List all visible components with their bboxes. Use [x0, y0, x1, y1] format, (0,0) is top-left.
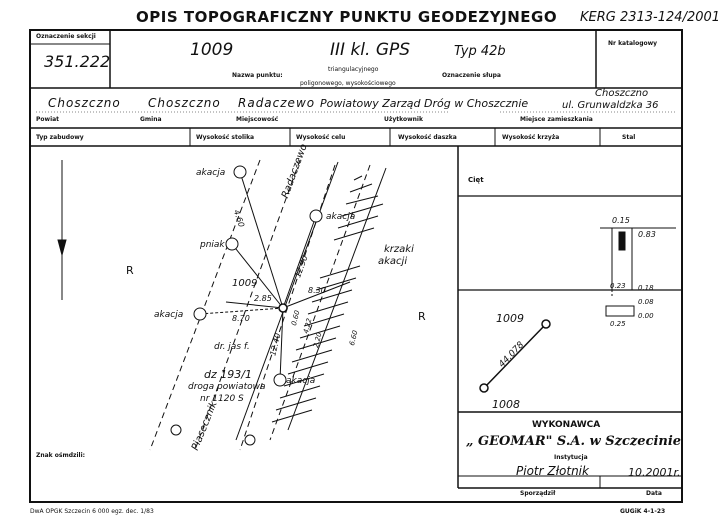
- sekcja-value: 351.222: [44, 52, 111, 71]
- distance-2-85: 2.85: [254, 294, 272, 303]
- wykonawca-label: WYKONAWCA: [532, 420, 601, 430]
- dim-0-00: 0.00: [638, 312, 654, 320]
- point-class: III kl. GPS: [330, 40, 411, 60]
- miejscowosc-label: Miejscowość: [236, 116, 279, 123]
- nazwa-label: Nazwa punktu:: [232, 72, 283, 79]
- wysokosc-stolika-label: Wysokość stolika: [196, 134, 255, 141]
- road-number-label: nr 1120 S: [200, 394, 244, 404]
- sporzadzil-label: Sporządził: [520, 490, 556, 497]
- road-label: droga powiatowa: [188, 382, 266, 392]
- uzytkownik-label: Użytkownik: [384, 116, 423, 123]
- nr-katalogowy-label: Nr katalogowy: [608, 40, 658, 47]
- tree-label-akacja-3: akacja: [154, 310, 184, 320]
- typ-zabudowy-label: Typ zabudowy: [36, 134, 84, 141]
- distance-8-30: 8.30: [308, 286, 326, 295]
- powiat-value: Choszczno: [48, 96, 121, 110]
- wysokosc-krzyza-label: Wysokość krzyża: [502, 134, 560, 141]
- dim-0-25: 0.25: [610, 320, 626, 328]
- miejscowosc-value: Radaczewo: [238, 96, 316, 110]
- company-name: „ GEOMAR" S.A. w Szczecinie: [466, 434, 682, 449]
- tree-label-akacja-2: akacja: [326, 212, 356, 222]
- land-label-r-right: R: [418, 310, 426, 323]
- gmina-value: Choszczno: [148, 96, 221, 110]
- stal-label: Stal: [622, 134, 636, 141]
- footer-form-code: GUGiK 4-1-23: [620, 508, 666, 515]
- cross-section-label: Cięt: [468, 176, 484, 184]
- point-type: Typ 42b: [454, 44, 506, 59]
- dim-0-18: 0.18: [638, 284, 654, 292]
- point-number: 1009: [190, 40, 234, 60]
- wysokosc-celu-label: Wysokość celu: [296, 134, 346, 141]
- nazwa-option-1: triangulacyjnego: [328, 66, 379, 73]
- powiat-label: Powiat: [36, 116, 60, 123]
- author-name: Piotr Złotnik: [516, 464, 589, 478]
- land-label-r-left: R: [126, 264, 134, 277]
- wysokosc-daszka-label: Wysokość daszka: [398, 134, 457, 141]
- azimuth-from-point: 1009: [496, 312, 524, 325]
- uzytkownik-value: Powiatowy Zarząd Dróg w Choszcznie: [320, 97, 529, 110]
- page-title: OPIS TOPOGRAFICZNY PUNKTU GEODEZYJNEGO: [136, 8, 558, 26]
- stump-label: pniak: [200, 240, 225, 250]
- oznaczenie-slupa-label: Oznaczenie słupa: [442, 72, 501, 79]
- kerg-number: KERG 2313-124/2001: [580, 10, 721, 25]
- data-label: Data: [646, 490, 662, 497]
- zamieszkanie-line-1: Choszczno: [595, 88, 649, 99]
- tree-label-akacja-1: akacja: [196, 168, 226, 178]
- dim-0-83: 0.83: [638, 230, 656, 239]
- gmina-label: Gmina: [140, 116, 162, 123]
- parcel-label: dz 193/1: [204, 368, 252, 381]
- point-label-1009: 1009: [232, 278, 258, 289]
- sekcja-label: Oznaczenie sekcji: [36, 33, 96, 40]
- bushes-label-1: krzaki: [384, 244, 414, 255]
- dim-0-15: 0.15: [612, 216, 630, 225]
- dim-0-23: 0.23: [610, 282, 626, 290]
- znak-label: Znak ośmdzili:: [36, 452, 86, 459]
- zamieszkanie-label: Miejsce zamieszkania: [520, 116, 593, 123]
- nazwa-option-2: poligonowego, wysokościowego: [300, 80, 396, 87]
- azimuth-to-point: 1008: [492, 398, 520, 411]
- instytucja-label: Instytucja: [554, 454, 588, 461]
- ditch-label: dr. jas f.: [214, 342, 250, 352]
- author-date: 10.2001r.: [628, 466, 681, 479]
- zamieszkanie-line-2: ul. Grunwaldzka 36: [562, 100, 659, 111]
- bushes-label-2: akacji: [378, 256, 408, 267]
- footer-print-info: DwA OPGK Szczecin 6 000 egz. dec. 1/83: [30, 508, 154, 515]
- distance-8-70: 8.70: [232, 314, 250, 323]
- dim-0-08: 0.08: [638, 298, 654, 306]
- tree-label-akacja-4: akacja: [286, 376, 316, 386]
